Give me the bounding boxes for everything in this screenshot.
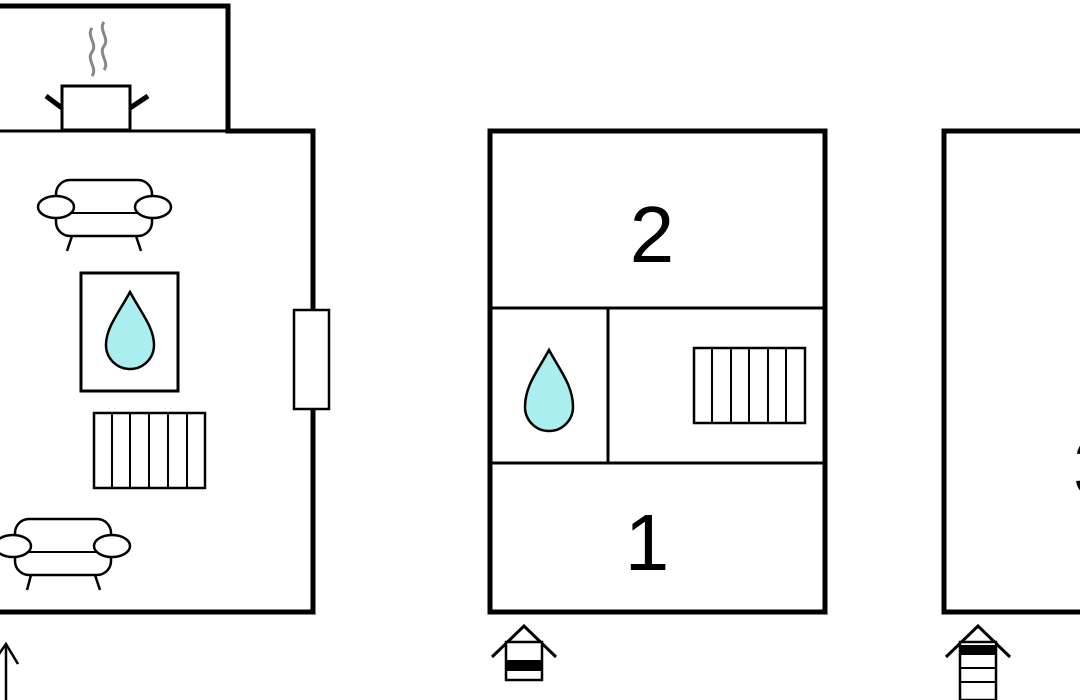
bathroom-drop-icon: [79, 271, 180, 393]
cooking-pot-icon: [44, 21, 150, 132]
bathroom-drop-icon: [523, 347, 575, 433]
floorplan-ground: [0, 3, 331, 700]
house-floor-indicator-icon: [490, 623, 558, 682]
outer-walls: [487, 128, 828, 615]
room-number-3: 3: [1073, 423, 1080, 512]
room-number-1: 1: [625, 498, 670, 587]
entrance-arrow-icon: [0, 641, 20, 665]
radiator-icon: [92, 411, 207, 490]
outer-walls: [0, 3, 316, 615]
floorplan-first: 2 1: [487, 128, 828, 682]
room-number-2: 2: [630, 190, 675, 279]
sofa-icon: [0, 517, 132, 591]
stairs-icon: [692, 346, 807, 425]
sofa-icon: [36, 178, 173, 252]
house-floor-indicator-icon: [944, 623, 1012, 700]
door-icon: [292, 308, 331, 411]
floorplan-second: 3: [941, 128, 1080, 700]
outer-walls: [941, 128, 1080, 615]
